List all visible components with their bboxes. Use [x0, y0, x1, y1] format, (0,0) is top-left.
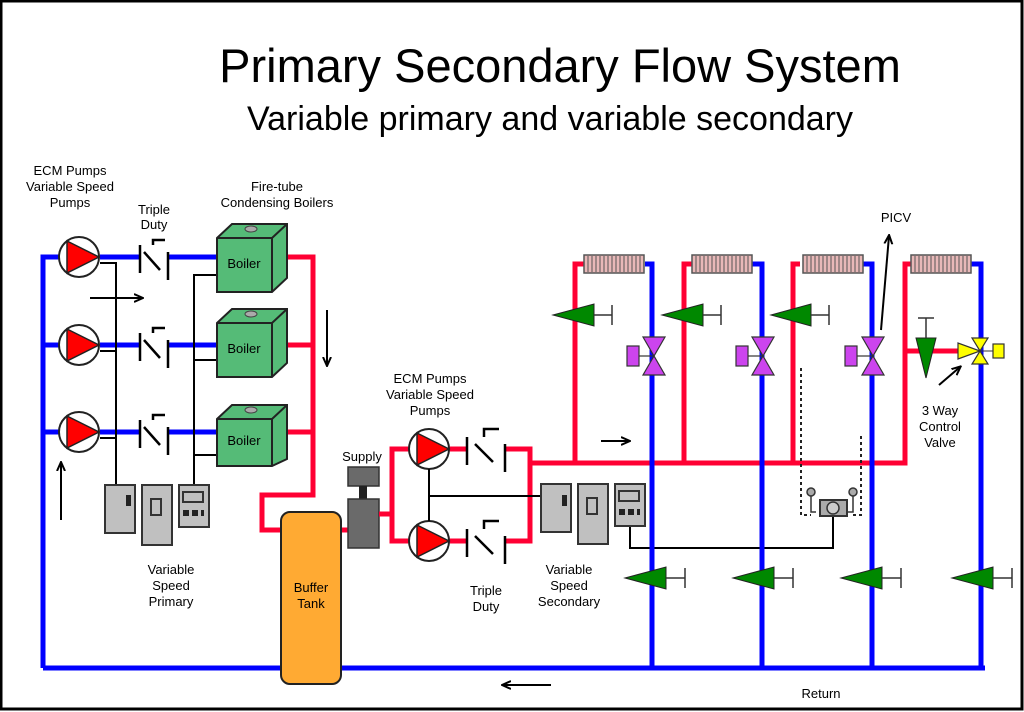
buffer-tank-label-line2: Tank	[297, 596, 325, 611]
primary-pump-3	[58, 411, 101, 453]
diagram-title: Primary Secondary Flow System	[219, 39, 901, 92]
primary-drives-label-line2: Speed	[152, 578, 190, 593]
secondary-drives-label-line1: Variable	[546, 562, 593, 577]
secondary-triple-duty-valve-2	[465, 519, 507, 564]
boiler-2: Boiler	[216, 308, 288, 378]
primary-triple-duty-valve-1	[138, 238, 170, 280]
primary-triple-duty-valve-3	[138, 413, 170, 455]
balancing-valve-supply-3	[769, 303, 830, 327]
secondary-triple-duty-label-line2: Duty	[473, 599, 500, 614]
picv-2	[735, 336, 776, 376]
supply-label: Supply	[342, 449, 382, 464]
primary-supply-pipes	[259, 254, 316, 533]
differential-pressure-sensor	[800, 368, 862, 517]
three-way-control-valve	[957, 337, 1005, 365]
primary-drives-label-line3: Primary	[149, 594, 194, 609]
buffer-tank: Buffer Tank	[280, 511, 342, 685]
boiler-label: Boiler	[227, 433, 261, 448]
boiler-3: Boiler	[216, 404, 288, 467]
secondary-drives-label-line3: Secondary	[538, 594, 601, 609]
boilers-heading-line1: Fire-tube	[251, 179, 303, 194]
secondary-return-pipes	[645, 261, 984, 668]
secondary-supply-pipes	[379, 261, 960, 544]
primary-controller	[178, 484, 210, 528]
picv-1	[626, 336, 667, 376]
primary-pumps-label-line2: Variable Speed	[26, 179, 114, 194]
return-label: Return	[801, 686, 840, 701]
radiator-2	[691, 254, 753, 274]
secondary-pumps-label-line1: ECM Pumps	[394, 371, 467, 386]
primary-pump-2	[58, 324, 101, 366]
three-way-valve-pointer-arrow	[938, 367, 960, 386]
balancing-valve-return-3	[839, 566, 902, 590]
primary-triple-duty-valve-2	[138, 326, 170, 368]
buffer-tank-label-line1: Buffer	[294, 580, 329, 595]
radiator-3	[802, 254, 864, 274]
secondary-triple-duty-valve-1	[465, 427, 507, 472]
picv-label: PICV	[881, 210, 912, 225]
primary-drive-1	[104, 484, 136, 534]
picv-pointer-arrow	[880, 236, 889, 331]
picv-3	[844, 336, 886, 376]
boiler-label: Boiler	[227, 341, 261, 356]
balancing-valve-return-2	[731, 566, 794, 590]
secondary-drives-label-line2: Speed	[550, 578, 588, 593]
secondary-pump-1	[408, 428, 451, 470]
primary-triple-duty-label-line1: Triple	[138, 202, 170, 217]
secondary-pumps-label-line3: Pumps	[410, 403, 451, 418]
radiator-1	[583, 254, 645, 274]
radiator-4	[910, 254, 972, 274]
balancing-valve-supply-1	[551, 303, 613, 327]
balancing-valve-vertical	[915, 317, 937, 379]
primary-drive-2	[141, 484, 173, 546]
balancing-valve-return-1	[623, 566, 686, 590]
secondary-drive-1	[540, 483, 572, 533]
primary-pumps-label-line3: Pumps	[50, 195, 91, 210]
primary-drives-label-line1: Variable	[148, 562, 195, 577]
secondary-pump-2	[408, 520, 451, 562]
primary-triple-duty-label-line2: Duty	[141, 217, 168, 232]
three-way-valve-label-line2: Control	[919, 419, 961, 434]
boiler-label: Boiler	[227, 256, 261, 271]
boilers-heading-line2: Condensing Boilers	[221, 195, 334, 210]
secondary-triple-duty-label-line1: Triple	[470, 583, 502, 598]
three-way-valve-label-line3: Valve	[924, 435, 956, 450]
balancing-valve-return-4	[950, 566, 1013, 590]
boiler-1: Boiler	[216, 223, 288, 293]
diagram-subtitle: Variable primary and variable secondary	[247, 100, 853, 138]
primary-pumps-label-line1: ECM Pumps	[34, 163, 107, 178]
three-way-valve-label-line1: 3 Way	[922, 403, 959, 418]
primary-pump-1	[58, 236, 101, 278]
secondary-controller	[614, 483, 646, 527]
supply-separator	[347, 466, 380, 549]
secondary-pumps-label-line2: Variable Speed	[386, 387, 474, 402]
secondary-control-wiring	[428, 469, 834, 549]
secondary-drive-2	[577, 483, 609, 545]
balancing-valve-supply-2	[660, 303, 722, 327]
primary-control-wiring	[100, 262, 220, 485]
